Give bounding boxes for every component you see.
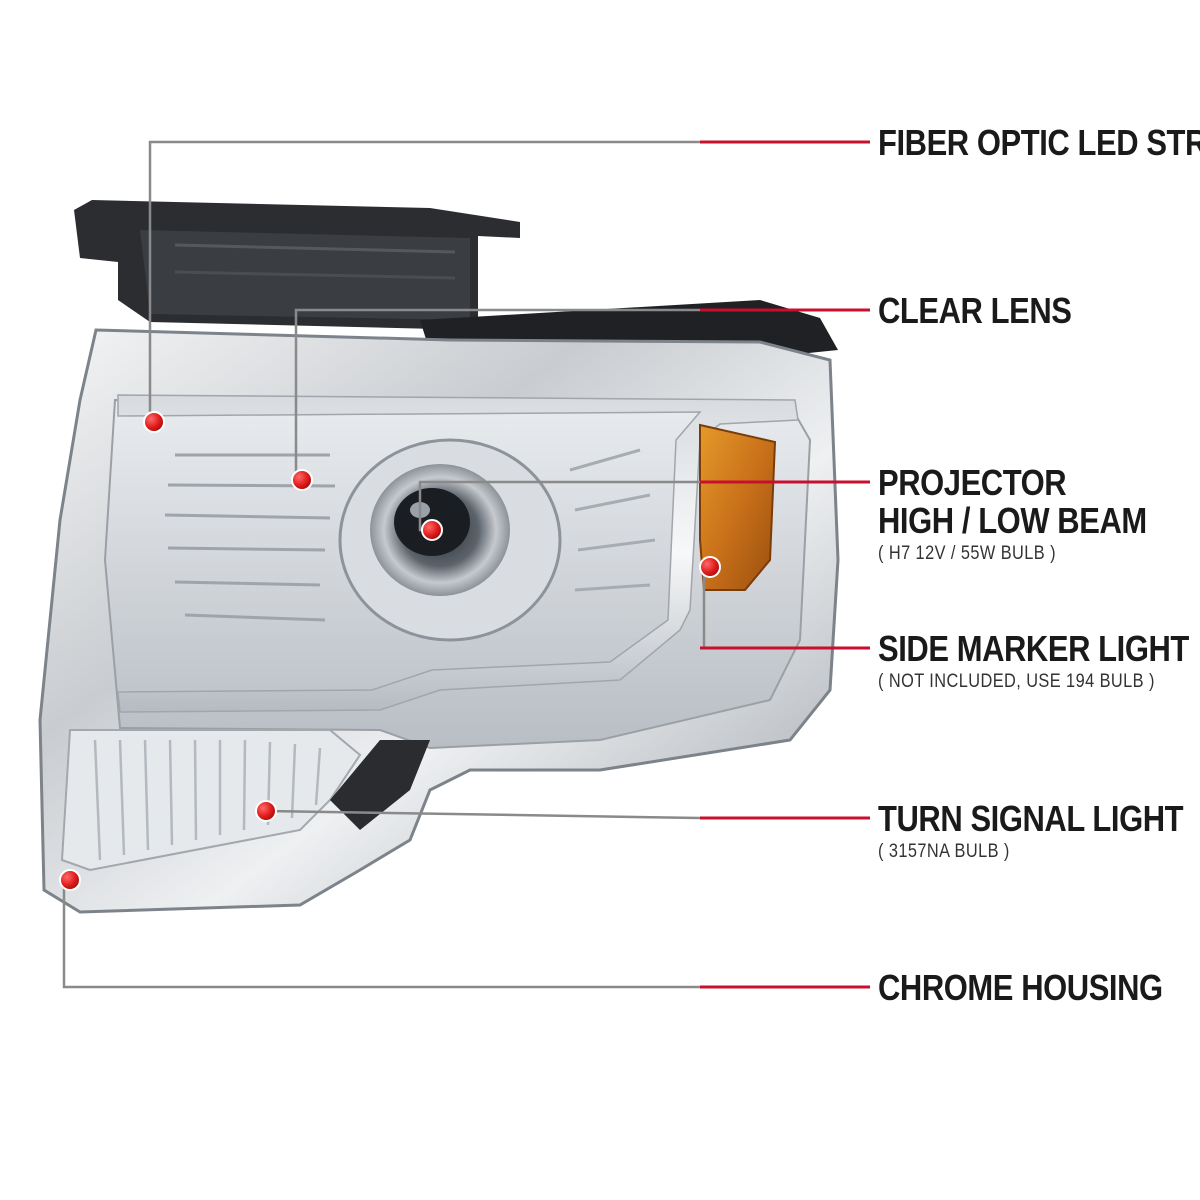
callout-dots	[59, 411, 721, 891]
callout-dot-marker	[699, 556, 721, 578]
turn-signal-lens	[60, 729, 362, 872]
callout-dot-turn	[255, 800, 277, 822]
callout-title: TURN SIGNAL LIGHT	[878, 798, 1184, 839]
callout-label-turn: TURN SIGNAL LIGHT ( 3157NA BULB )	[878, 798, 1184, 862]
callout-dot-lens	[291, 469, 313, 491]
callout-label-housing: CHROME HOUSING	[878, 969, 1163, 1007]
bottom-mount	[330, 740, 430, 830]
callout-title: SIDE MARKER LIGHT	[878, 628, 1189, 669]
callout-dot-projector	[421, 519, 443, 541]
callout-title: FIBER OPTIC LED STRIPS	[878, 122, 1200, 163]
callout-label-lens: CLEAR LENS	[878, 292, 1072, 330]
side-marker-lens-shape	[699, 423, 777, 591]
callout-note: ( NOT INCLUDED, USE 194 BULB )	[878, 670, 1155, 692]
callout-title: PROJECTOR	[878, 462, 1067, 503]
callout-dot-housing	[59, 869, 81, 891]
callout-note: ( H7 12V / 55W BULB )	[878, 542, 1056, 564]
callout-label-fiber: FIBER OPTIC LED STRIPS	[878, 124, 1200, 162]
callout-note: ( 3157NA BULB )	[878, 840, 1010, 862]
callout-dot-fiber	[143, 411, 165, 433]
right-reflector-fins	[569, 448, 656, 592]
projector-lens	[338, 438, 562, 642]
fiber-optic-strip-shape	[117, 394, 799, 713]
callout-label-marker: SIDE MARKER LIGHT ( NOT INCLUDED, USE 19…	[878, 630, 1189, 692]
mounting-bracket	[74, 200, 520, 330]
callout-title-line2: HIGH / LOW BEAM	[878, 499, 1147, 541]
callout-title: CHROME HOUSING	[878, 967, 1163, 1008]
callout-label-projector: PROJECTOR HIGH / LOW BEAM ( H7 12V / 55W…	[878, 464, 1147, 564]
callout-title: CLEAR LENS	[878, 290, 1072, 331]
